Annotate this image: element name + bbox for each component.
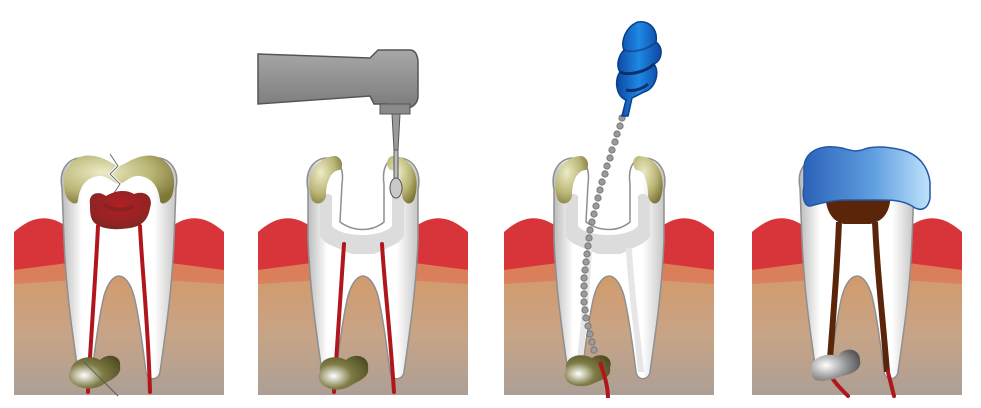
crown <box>802 146 931 211</box>
stage-drilling <box>257 49 468 395</box>
enamel-cap <box>63 155 175 204</box>
healing-lesion <box>811 349 861 381</box>
abscess <box>318 355 369 390</box>
enamel-left <box>555 156 589 204</box>
dental-drill-icon <box>257 49 419 199</box>
stage-crowned-tooth <box>752 146 962 398</box>
endodontic-file-icon <box>580 21 662 354</box>
stage-root-canal-file <box>504 21 714 399</box>
stage-infected-tooth <box>14 153 224 397</box>
enamel-left <box>309 156 343 204</box>
enamel-right <box>633 156 663 204</box>
